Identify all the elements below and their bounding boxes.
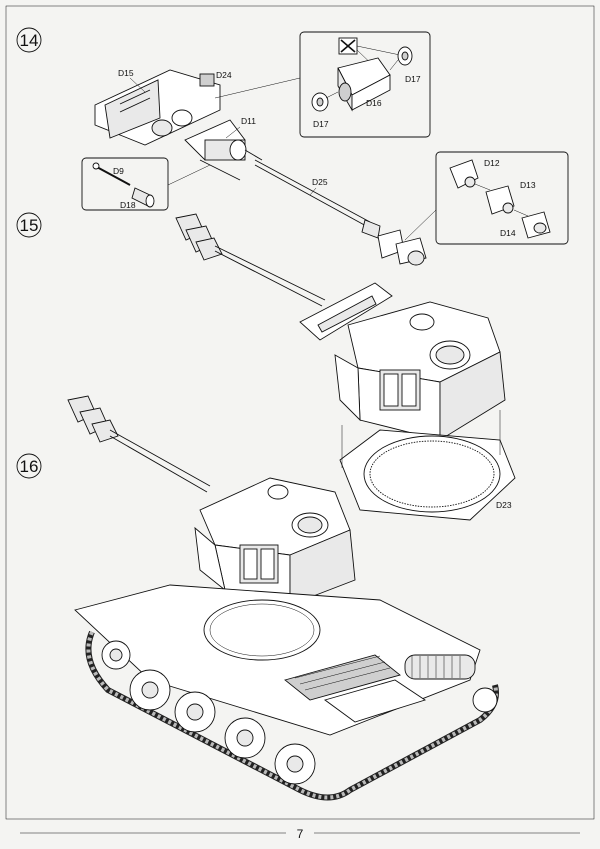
step-15-badge xyxy=(16,212,42,238)
label-d23: D23 xyxy=(496,500,512,510)
label-d14: D14 xyxy=(500,228,516,238)
step-14: 14 D15 D24 D11 xyxy=(16,27,569,266)
callout-box-d12 xyxy=(435,151,569,245)
step-14-badge xyxy=(16,27,42,53)
step-16-badge xyxy=(16,453,42,479)
turret-15 xyxy=(334,301,506,441)
label-d13: D13 xyxy=(520,180,536,190)
no-glue-icon xyxy=(338,37,358,55)
label-d25: D25 xyxy=(312,177,328,187)
callout-box-d16 xyxy=(299,31,431,138)
label-d11: D11 xyxy=(241,116,256,126)
barrel-d25: D25 xyxy=(254,159,381,239)
page-frame xyxy=(5,5,595,820)
hull xyxy=(74,584,481,736)
label-d24: D24 xyxy=(216,70,232,80)
muzzle-brake xyxy=(377,229,427,266)
callout-d12: D12 D13 D14 xyxy=(404,151,569,245)
turret-16 xyxy=(194,477,356,606)
label-d12: D12 xyxy=(484,158,500,168)
label-d16: D16 xyxy=(366,98,382,108)
page-number: 7 xyxy=(297,827,304,841)
callout-d9: D9 D18 xyxy=(81,157,211,211)
muzzle-brake-16 xyxy=(67,395,119,443)
callout-d16: D17 D16 D17 xyxy=(214,31,431,138)
step-14-number: 14 xyxy=(20,31,39,50)
barrel-16 xyxy=(109,429,211,487)
step-16: 16 xyxy=(16,395,499,801)
muzzle-brake-15 xyxy=(175,213,223,261)
track-assembly xyxy=(85,630,499,801)
barrel-15 xyxy=(214,245,326,301)
step-15-number: 15 xyxy=(20,216,39,235)
label-d17-left: D17 xyxy=(313,119,329,129)
step-16-number: 16 xyxy=(20,457,39,476)
label-d9: D9 xyxy=(113,166,124,176)
step-15: 15 xyxy=(16,212,516,521)
label-d15: D15 xyxy=(118,68,134,78)
callout-box-d9 xyxy=(81,157,169,211)
label-d18: D18 xyxy=(120,200,136,210)
turret-ring-d23: D23 xyxy=(339,410,516,521)
mantlet-assembly xyxy=(94,69,263,181)
part-d24 xyxy=(199,73,215,87)
label-d17-right: D17 xyxy=(405,74,421,84)
